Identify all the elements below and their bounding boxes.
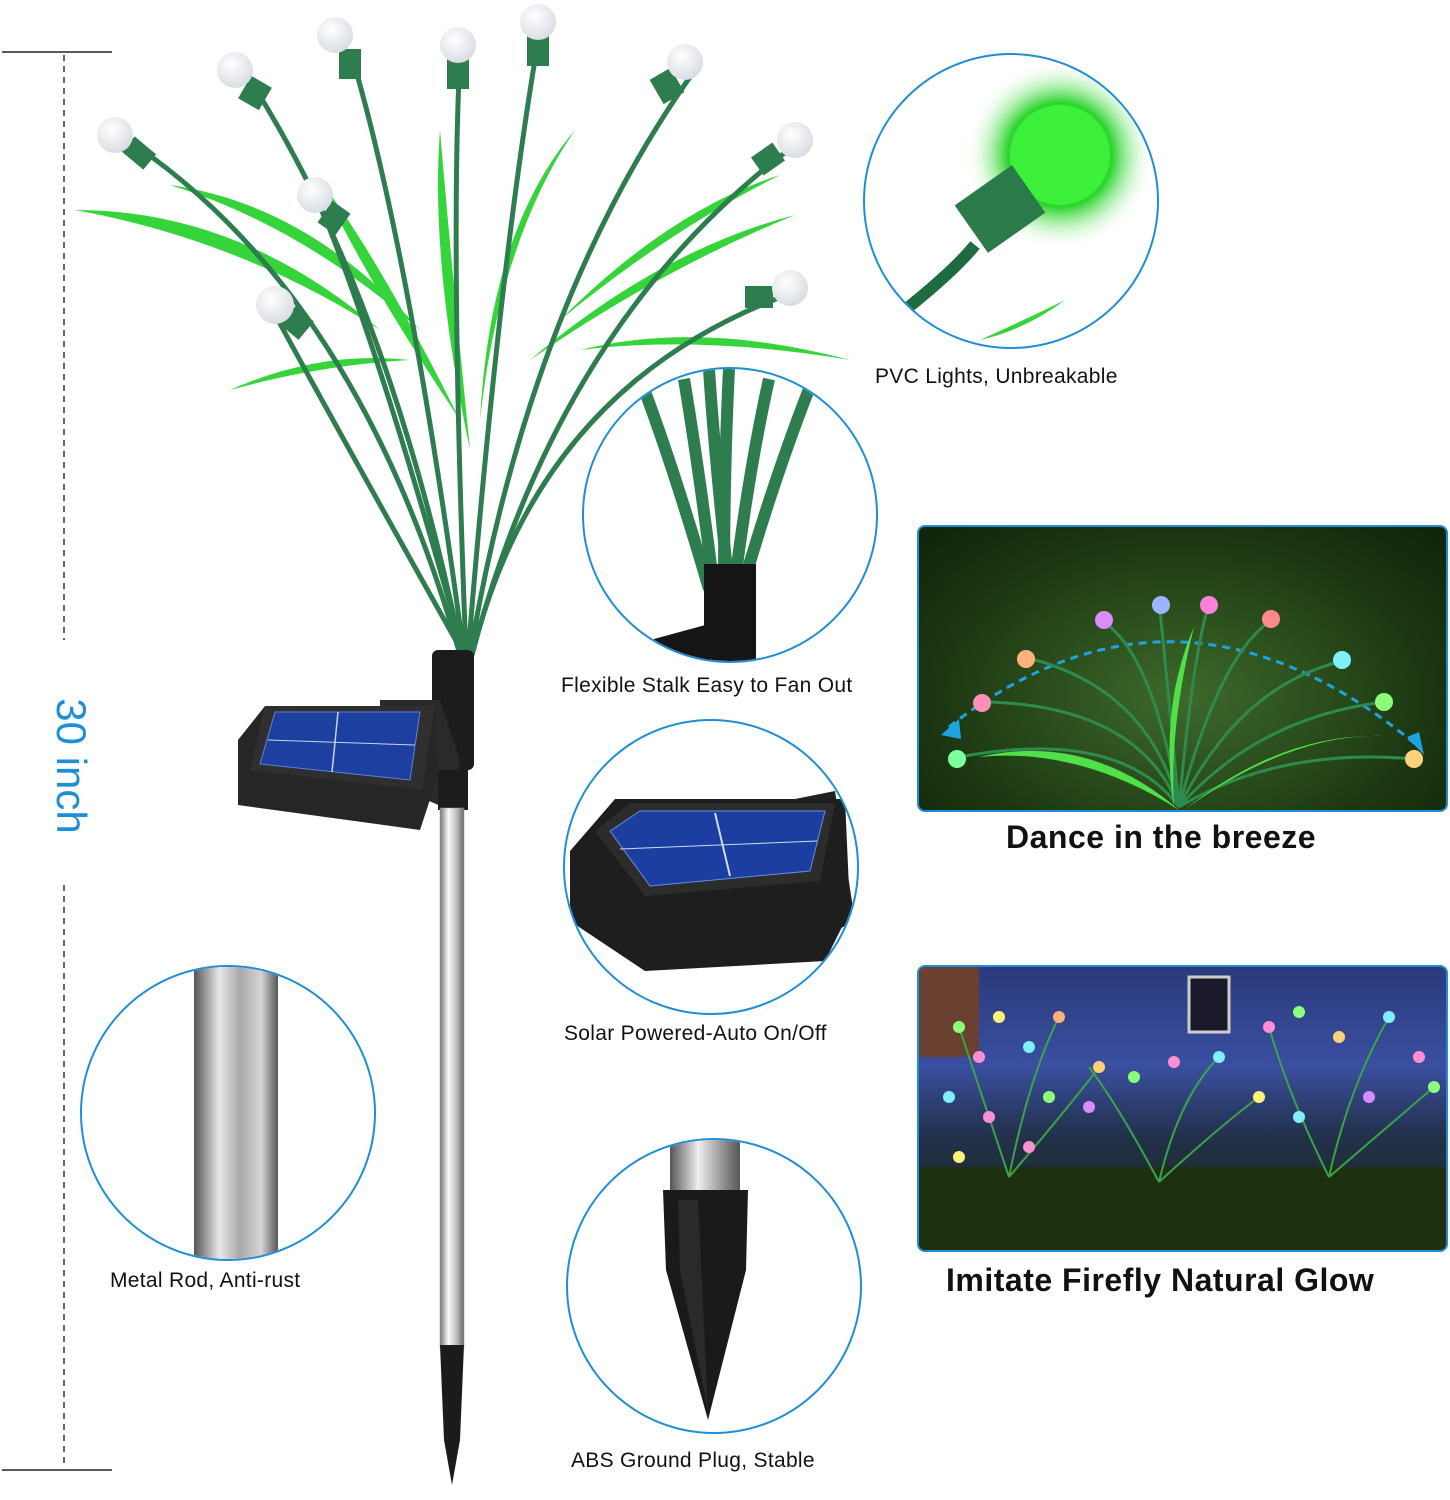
ground-plug-closeup: [663, 1140, 748, 1420]
pvc-caption: PVC Lights, Unbreakable: [875, 365, 1118, 388]
stalk-bundle-closeup: [638, 369, 815, 661]
product-illustration: [75, 4, 850, 1485]
height-dimension-line: [2, 51, 112, 1471]
bulbs: [97, 4, 813, 340]
glow-photo: [917, 965, 1448, 1252]
solar-panel-closeup: [570, 791, 855, 971]
solar-detail-circle: [563, 719, 859, 1015]
dance-photo: [917, 525, 1448, 812]
plug-caption: ABS Ground Plug, Stable: [571, 1449, 815, 1472]
solar-panel: [238, 700, 460, 830]
glow-caption: Imitate Firefly Natural Glow: [946, 1262, 1375, 1298]
metal-rod-closeup: [194, 967, 278, 1259]
rod-detail-circle: [80, 965, 376, 1261]
stalk-caption: Flexible Stalk Easy to Fan Out: [561, 674, 853, 697]
glow-photo-illustration: [919, 967, 1446, 1250]
plug-detail-circle: [566, 1138, 862, 1434]
stalk-detail-circle: [582, 367, 878, 663]
solar-caption: Solar Powered-Auto On/Off: [564, 1022, 827, 1045]
green-bulb-closeup: [901, 60, 1155, 340]
dance-photo-illustration: [941, 596, 1424, 810]
dance-caption: Dance in the breeze: [1006, 819, 1317, 855]
rod-caption: Metal Rod, Anti-rust: [110, 1269, 301, 1292]
pvc-light-detail-circle: [863, 53, 1159, 349]
